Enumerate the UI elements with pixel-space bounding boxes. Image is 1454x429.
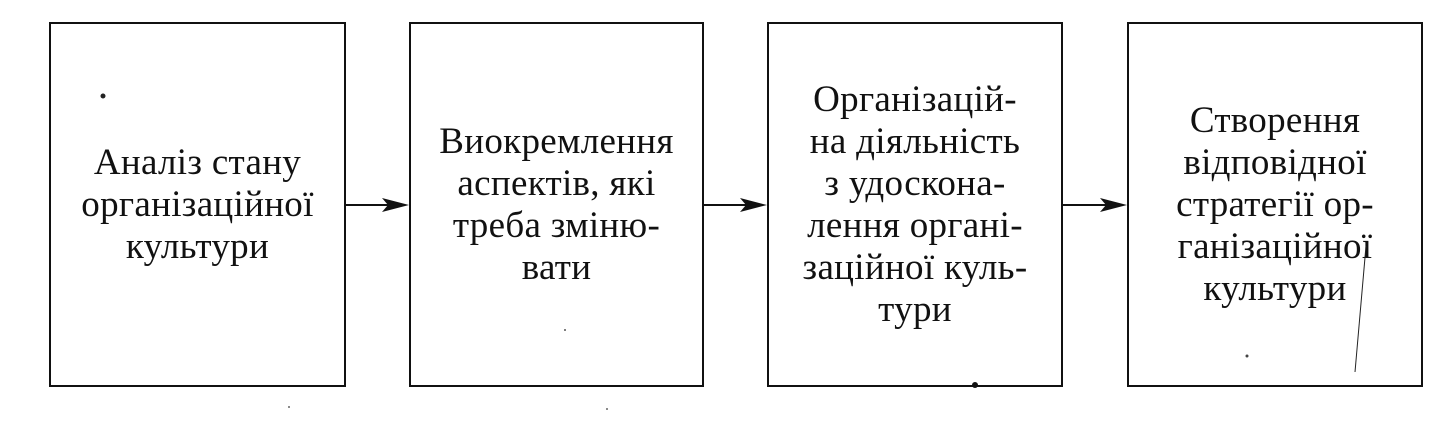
step-box-strategy-creation: Створення відповідної стратегії ор- гані… — [1127, 22, 1423, 387]
scan-dot-artifact — [288, 406, 290, 408]
step-box-identify-aspects: Виокремлення аспектів, які треба зміню- … — [409, 22, 704, 387]
step-label-analysis: Аналіз стану організаційної культури — [81, 141, 314, 267]
step-box-organizational-activity: Організацій- на діяльність з удоскона- л… — [767, 22, 1063, 387]
step-box-analysis: Аналіз стану організаційної культури — [49, 22, 346, 387]
step-label-strategy-creation: Створення відповідної стратегії ор- гані… — [1176, 99, 1374, 309]
arrow-3-to-4 — [1063, 198, 1127, 212]
step-label-organizational-activity: Організацій- на діяльність з удоскона- л… — [802, 78, 1028, 330]
arrow-2-to-3 — [704, 198, 767, 212]
scan-dot-artifact — [606, 408, 608, 410]
arrow-1-to-2 — [346, 198, 409, 212]
step-label-identify-aspects: Виокремлення аспектів, які треба зміню- … — [439, 120, 674, 288]
